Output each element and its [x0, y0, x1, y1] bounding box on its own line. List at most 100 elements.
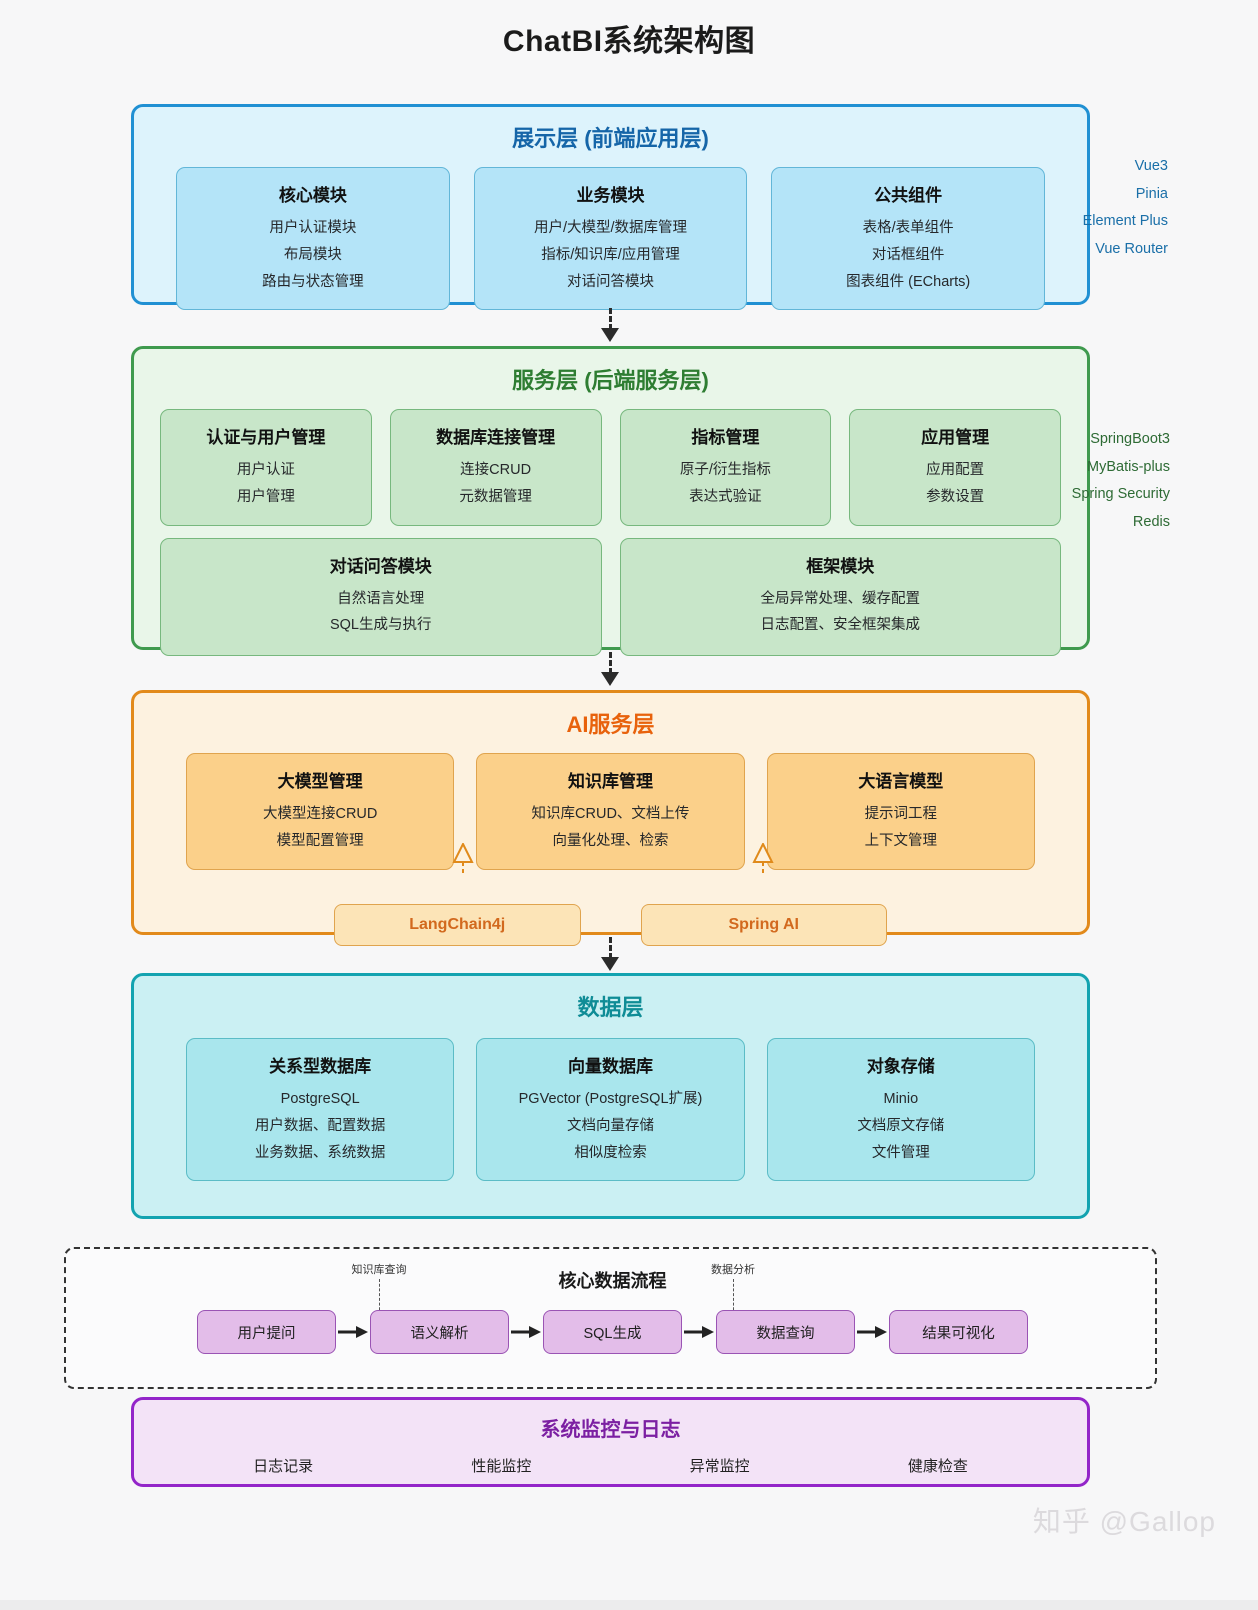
- card-line: SQL生成与执行: [329, 617, 432, 634]
- flow-step-user-question[interactable]: 用户提问: [197, 1310, 336, 1354]
- tech-item: Vue Router: [1095, 240, 1168, 257]
- flow-arrow-icon: [857, 1326, 887, 1338]
- connector-ai-to-data: [598, 937, 622, 975]
- flow-callout-knowledge-query: 知识库查询: [334, 1261, 424, 1277]
- tech-item: Pinia: [1135, 185, 1168, 202]
- card-auth-user-management[interactable]: 认证与用户管理 用户认证 用户管理: [160, 409, 372, 526]
- card-title: 数据库连接管理: [436, 428, 556, 447]
- monitoring-items: 日志记录 性能监控 异常监控 健康检查: [134, 1455, 1087, 1476]
- card-line: 文件管理: [871, 1144, 930, 1161]
- card-line: 用户认证: [236, 462, 295, 478]
- service-cards-row1: 认证与用户管理 用户认证 用户管理 数据库连接管理 连接CRUD 元数据管理 指…: [134, 409, 1087, 526]
- service-cards-row2: 对话问答模块 自然语言处理 SQL生成与执行 框架模块 全局异常处理、缓存配置 …: [134, 537, 1087, 657]
- card-line: 上下文管理: [864, 832, 938, 849]
- service-layer-title: 服务层 (后端服务层): [512, 368, 709, 393]
- card-line: 表达式验证: [689, 488, 762, 505]
- card-title: 对话问答模块: [329, 556, 432, 576]
- card-line: 提示词工程: [864, 806, 938, 822]
- card-line: 自然语言处理: [337, 590, 425, 607]
- card-title: 关系型数据库: [269, 1057, 372, 1076]
- card-title: 大模型管理: [277, 772, 363, 791]
- flow-callout-label: 数据分析: [711, 1264, 755, 1276]
- ai-layer-title: AI服务层: [566, 712, 655, 737]
- card-title: 指标管理: [691, 428, 760, 447]
- monitoring-layer: 系统监控与日志 日志记录 性能监控 异常监控 健康检查: [131, 1397, 1090, 1487]
- monitor-item-health-check: 健康检查: [907, 1458, 968, 1475]
- card-line: 文档向量存储: [566, 1117, 654, 1134]
- flow-arrow-icon: [684, 1326, 714, 1338]
- card-vector-database[interactable]: 向量数据库 PGVector (PostgreSQL扩展) 文档向量存储 相似度…: [476, 1038, 745, 1182]
- card-relational-database[interactable]: 关系型数据库 PostgreSQL 用户数据、配置数据 业务数据、系统数据: [186, 1038, 455, 1182]
- card-line: 对话问答模块: [567, 273, 654, 290]
- flow-callout-data-analysis: 数据分析: [688, 1261, 778, 1277]
- card-line: 连接CRUD: [460, 462, 532, 478]
- card-line: PGVector (PostgreSQL扩展): [518, 1091, 703, 1107]
- core-data-flow-section: 核心数据流程 知识库查询 数据分析 用户提问 语义解析 SQL生成: [64, 1247, 1157, 1389]
- card-framework-module[interactable]: 框架模块 全局异常处理、缓存配置 日志配置、安全框架集成: [619, 537, 1061, 657]
- flow-step-result-visualization[interactable]: 结果可视化: [889, 1310, 1028, 1354]
- card-line: 应用配置: [926, 462, 985, 478]
- flow-arrow-icon: [338, 1326, 368, 1338]
- flow-title: 核心数据流程: [558, 1271, 667, 1291]
- framework-langchain4j[interactable]: LangChain4j: [334, 903, 581, 946]
- flow-step-data-query[interactable]: 数据查询: [716, 1310, 855, 1354]
- card-metric-management[interactable]: 指标管理 原子/衍生指标 表达式验证: [619, 409, 832, 526]
- card-line: 原子/衍生指标: [679, 462, 771, 478]
- card-database-connection-management[interactable]: 数据库连接管理 连接CRUD 元数据管理: [389, 409, 602, 526]
- card-title: 框架模块: [806, 556, 875, 576]
- monitor-item-performance: 性能监控: [471, 1458, 532, 1475]
- card-title: 向量数据库: [567, 1057, 653, 1076]
- card-line: 图表组件 (ECharts): [846, 273, 971, 290]
- up-arrow-icon-langchain: [452, 843, 474, 873]
- card-common-components[interactable]: 公共组件 表格/表单组件 对话框组件 图表组件 (ECharts): [771, 167, 1046, 311]
- presentation-layer-title: 展示层 (前端应用层): [512, 126, 709, 151]
- flow-step-sql-generation[interactable]: SQL生成: [543, 1310, 682, 1354]
- flow-callout-line-knowledge: [379, 1279, 380, 1315]
- flow-step-semantic-parsing[interactable]: 语义解析: [370, 1310, 509, 1354]
- card-knowledge-base-management[interactable]: 知识库管理 知识库CRUD、文档上传 向量化处理、检索: [476, 753, 745, 870]
- tech-item: Element Plus: [1082, 213, 1168, 230]
- card-title: 认证与用户管理: [206, 428, 326, 447]
- data-cards: 关系型数据库 PostgreSQL 用户数据、配置数据 业务数据、系统数据 向量…: [134, 1038, 1087, 1182]
- card-business-module[interactable]: 业务模块 用户/大模型/数据库管理 指标/知识库/应用管理 对话问答模块: [473, 167, 748, 311]
- service-layer: 服务层 (后端服务层) 认证与用户管理 用户认证 用户管理 数据库连接管理 连接…: [131, 346, 1090, 657]
- monitor-item-logging: 日志记录: [253, 1458, 314, 1475]
- monitor-item-exception: 异常监控: [689, 1458, 750, 1475]
- card-title: 业务模块: [576, 186, 645, 205]
- tech-item: Redis: [1132, 513, 1170, 530]
- card-line: 知识库CRUD、文档上传: [531, 806, 690, 822]
- ai-service-layer: AI服务层 大模型管理 大模型连接CRUD 模型配置管理 知识库管理 知识库CR…: [131, 690, 1090, 946]
- card-title: 大语言模型: [858, 772, 944, 791]
- card-line: 模型配置管理: [276, 832, 364, 849]
- flow-callout-label: 知识库查询: [351, 1264, 407, 1276]
- card-line: 路由与状态管理: [262, 273, 364, 290]
- card-dialog-qa-module[interactable]: 对话问答模块 自然语言处理 SQL生成与执行: [160, 537, 602, 657]
- card-large-language-model[interactable]: 大语言模型 提示词工程 上下文管理: [766, 753, 1035, 870]
- card-line: 用户/大模型/数据库管理: [533, 220, 688, 236]
- bottom-bar: [0, 1600, 1258, 1610]
- card-core-module[interactable]: 核心模块 用户认证模块 布局模块 路由与状态管理: [176, 167, 450, 311]
- card-object-storage[interactable]: 对象存储 Minio 文档原文存储 文件管理: [766, 1038, 1035, 1182]
- card-line: 对话框组件: [871, 246, 945, 263]
- card-llm-management[interactable]: 大模型管理 大模型连接CRUD 模型配置管理: [186, 753, 455, 870]
- tech-item: Vue3: [1134, 158, 1168, 174]
- framework-spring-ai[interactable]: Spring AI: [640, 903, 887, 946]
- data-layer: 数据层 关系型数据库 PostgreSQL 用户数据、配置数据 业务数据、系统数…: [131, 973, 1090, 1219]
- card-title: 对象存储: [866, 1057, 935, 1076]
- card-line: 向量化处理、检索: [552, 832, 669, 849]
- ai-framework-row: LangChain4j Spring AI: [134, 903, 1087, 946]
- card-application-management[interactable]: 应用管理 应用配置 参数设置: [849, 409, 1061, 526]
- watermark: 知乎 @Gallop: [1032, 1506, 1216, 1537]
- flow-arrow-icon: [511, 1326, 541, 1338]
- card-line: 元数据管理: [459, 488, 532, 505]
- card-line: 布局模块: [283, 246, 342, 263]
- backend-tech-stack: SpringBoot3 MyBatis-plus Spring Security…: [980, 426, 1170, 536]
- card-line: Minio: [883, 1091, 919, 1107]
- card-title: 应用管理: [921, 428, 990, 447]
- monitoring-layer-title: 系统监控与日志: [540, 1419, 681, 1441]
- connector-service-to-ai: [598, 652, 622, 690]
- card-line: 业务数据、系统数据: [254, 1144, 386, 1161]
- connector-presentation-to-service: [598, 308, 622, 346]
- card-title: 知识库管理: [567, 772, 653, 791]
